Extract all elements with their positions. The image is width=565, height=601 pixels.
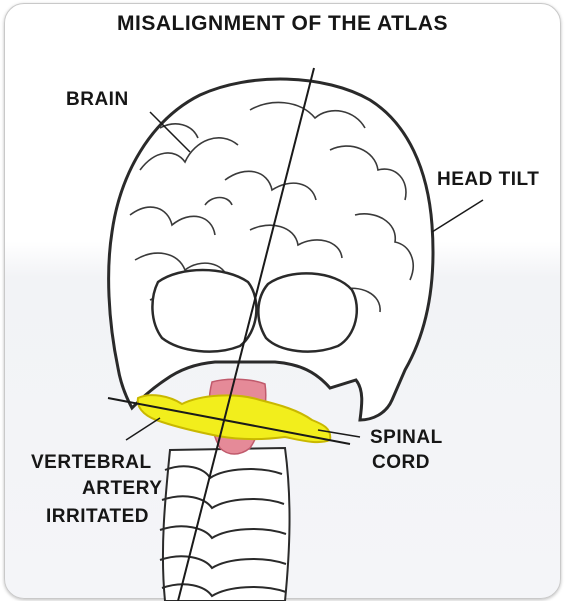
label-artery: ARTERY xyxy=(82,478,163,499)
label-irritated: IRRITATED xyxy=(46,506,150,527)
head-tilt-axis xyxy=(177,67,315,601)
label-vertebral: VERTEBRAL xyxy=(31,452,152,473)
diagram-title: MISALIGNMENT OF THE ATLAS xyxy=(117,12,448,35)
label-spinal: SPINAL xyxy=(370,427,443,448)
leader-lines xyxy=(125,111,484,441)
brain-folds xyxy=(129,101,414,313)
left-eye-socket xyxy=(151,268,258,353)
label-cord: CORD xyxy=(372,452,430,473)
atlas-axis xyxy=(107,397,351,445)
cervical-spine xyxy=(159,446,291,601)
skull-outline xyxy=(107,77,435,422)
right-eye-socket xyxy=(257,272,359,353)
label-head-tilt: HEAD TILT xyxy=(437,169,540,190)
label-brain: BRAIN xyxy=(66,89,129,110)
